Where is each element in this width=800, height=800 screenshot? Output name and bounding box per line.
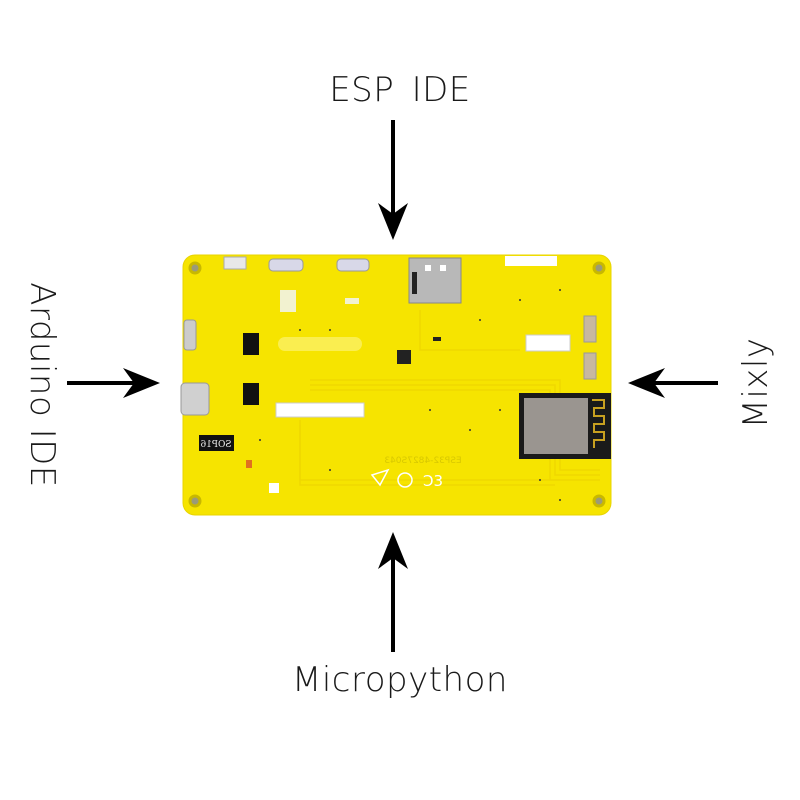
label-esp-ide: ESP IDE <box>329 70 471 110</box>
board-model-label: ESP32-4827S043 <box>384 456 461 466</box>
mounting-holes <box>188 261 606 508</box>
arrow-left <box>67 368 160 398</box>
arrow-bottom <box>378 532 408 652</box>
ce-mark-icon: Ͻ3 <box>423 472 443 490</box>
label-mixly: Mixly <box>736 337 776 429</box>
arrow-top <box>378 120 408 240</box>
arrow-right <box>628 368 718 398</box>
recycle-mark-icon <box>370 468 390 487</box>
chip-label: SOP16 <box>200 440 231 450</box>
label-arduino-ide: Arduino IDE <box>22 282 62 488</box>
pcb-board: SOP16 ESP32-4827S043 Ͻ3 <box>180 254 612 516</box>
label-micropython: Micropython <box>292 660 508 700</box>
no-symbol-icon <box>397 472 413 488</box>
